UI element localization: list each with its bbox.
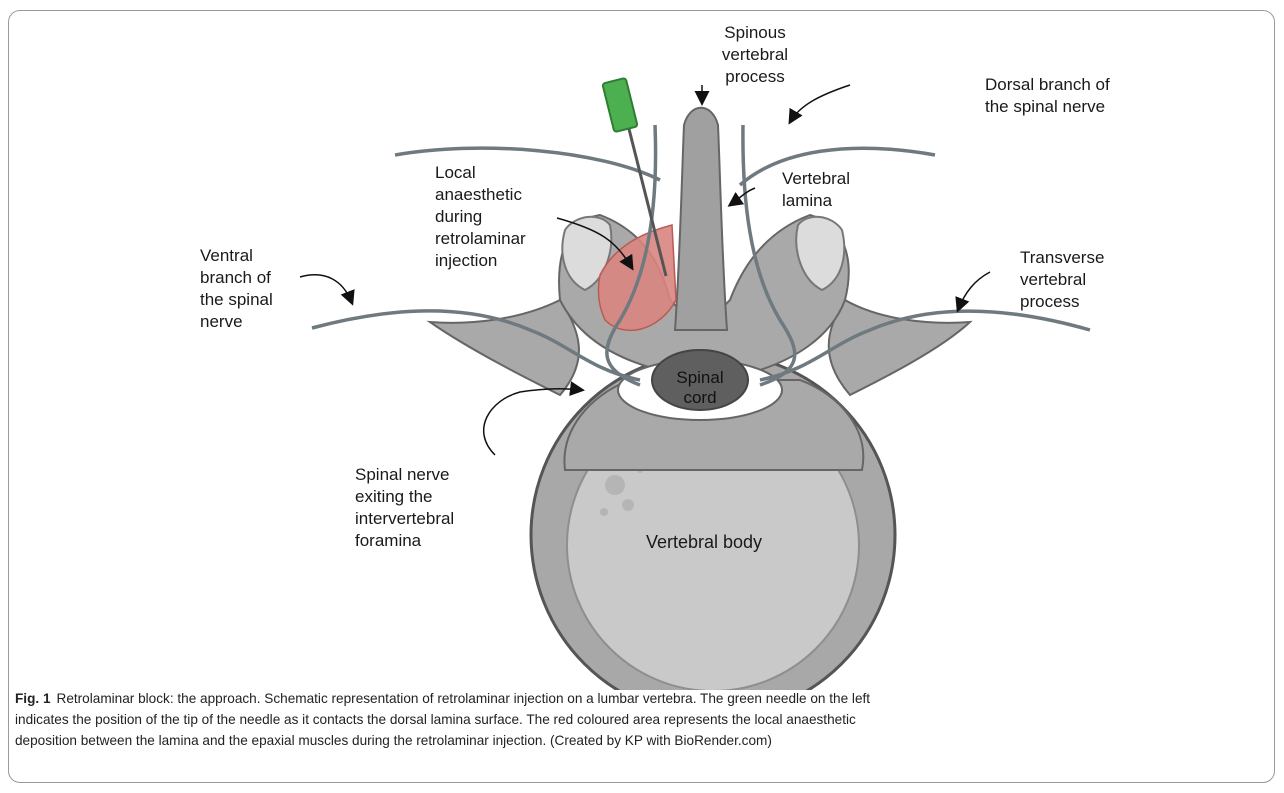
dorsal-arrow (790, 85, 850, 122)
foramen-label-4: foramina (355, 531, 422, 550)
ventral-label-4: nerve (200, 312, 243, 331)
spinous-label-3: process (725, 67, 785, 86)
caption-line-3: deposition between the lamina and the ep… (15, 730, 1270, 751)
left-transverse-process (430, 300, 579, 395)
caption-text-1: Retrolaminar block: the approach. Schema… (57, 691, 871, 706)
spinous-process-shape (675, 108, 727, 330)
dorsal-label-2: the spinal nerve (985, 97, 1105, 116)
spinal-cord-label-1: Spinal (676, 368, 723, 387)
figure-number: Fig. 1 (15, 691, 51, 706)
caption-line-2: indicates the position of the tip of the… (15, 709, 1270, 730)
anaesthetic-label-3: during (435, 207, 482, 226)
vertebral-body-label: Vertebral body (646, 532, 762, 552)
spinal-cord-label-2: cord (683, 388, 716, 407)
ventral-label-3: the spinal (200, 290, 273, 309)
ventral-label-2: branch of (200, 268, 271, 287)
transverse-label-2: vertebral (1020, 270, 1086, 289)
figure-caption: Fig. 1 Retrolaminar block: the approach. … (15, 688, 1270, 751)
anaesthetic-label-4: retrolaminar (435, 229, 526, 248)
right-transverse-process (829, 300, 970, 395)
foramen-label-2: exiting the (355, 487, 433, 506)
spinous-label-2: vertebral (722, 45, 788, 64)
needle-hub (602, 78, 637, 132)
transverse-label-3: process (1020, 292, 1080, 311)
ventral-arrow (300, 275, 352, 303)
anaesthetic-label-1: Local (435, 163, 476, 182)
transverse-arrow (958, 272, 990, 310)
anaesthetic-label-5: injection (435, 251, 497, 270)
foramen-label-1: Spinal nerve (355, 465, 450, 484)
anaesthetic-label-2: anaesthetic (435, 185, 522, 204)
lamina-arrow (730, 188, 755, 205)
caption-line-1: Fig. 1 Retrolaminar block: the approach. … (15, 688, 1270, 709)
transverse-label-1: Transverse (1020, 248, 1104, 267)
foramen-label-3: intervertebral (355, 509, 454, 528)
dorsal-label-1: Dorsal branch of (985, 75, 1110, 94)
ventral-label-1: Ventral (200, 246, 253, 265)
spinous-label-1: Spinous (724, 23, 785, 42)
lamina-label-1: Vertebral (782, 169, 850, 188)
vertebra-diagram: Spinous vertebral process Dorsal branch … (0, 0, 1284, 690)
lamina-label-2: lamina (782, 191, 833, 210)
